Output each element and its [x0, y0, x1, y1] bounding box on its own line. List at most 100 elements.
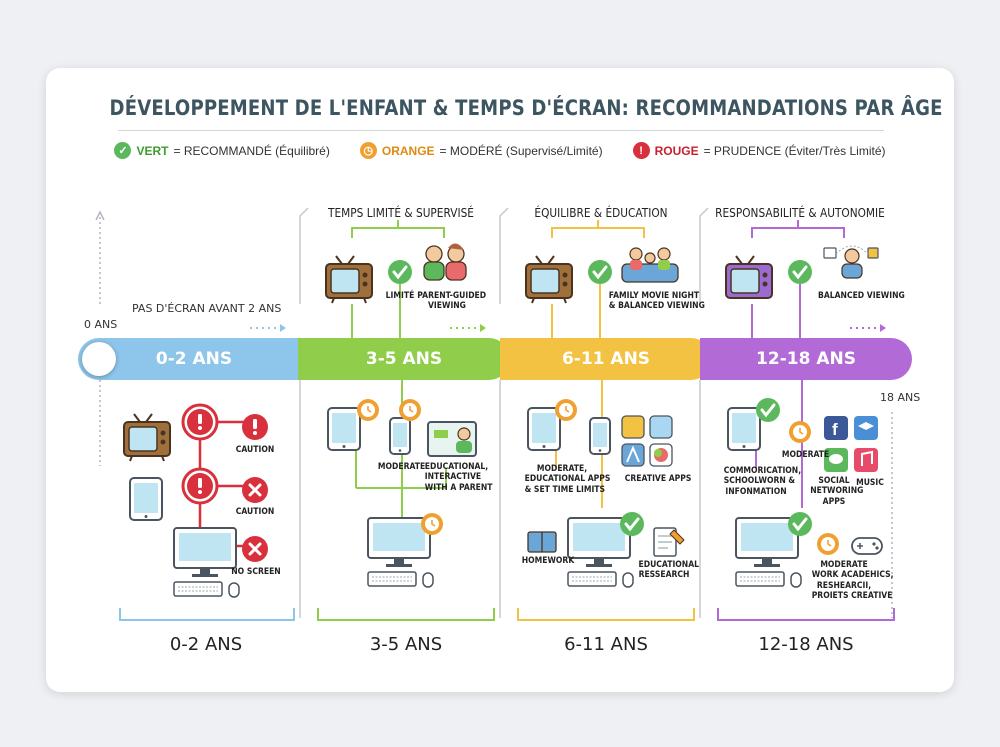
balanced-viewing-label: BALANCED VIEWING: [818, 291, 905, 301]
segment-6-11: 6-11 ANS: [500, 338, 712, 380]
app-icons: [621, 415, 673, 467]
social-line2: NETWORING: [810, 486, 864, 497]
family-icon: [423, 243, 467, 281]
family-line1: FAMILY MOVIE NIGHT: [608, 291, 700, 301]
tv-icon: [325, 255, 373, 304]
segment-0-2: 0-2 ANS: [78, 338, 310, 380]
social-app-icons: f: [824, 416, 878, 472]
work-line3: RESHEARCII,: [816, 580, 872, 591]
legend-green: ✓ VERT = RECOMMANDÉ (Équilibré): [114, 142, 330, 159]
phone-icon: [389, 417, 411, 455]
research-line1: EDUCATIONAL: [638, 560, 699, 570]
end-age-label: 18 ANS: [880, 391, 921, 404]
mod-line3: & SET TIME LIMITS: [524, 484, 606, 495]
legend-orange-key: ORANGE: [381, 143, 435, 158]
tv-icon: [725, 255, 773, 299]
caution-label: CAUTION: [235, 507, 275, 517]
bottom-age-6-11: 6-11 ANS: [564, 634, 648, 655]
mod-line1: MODERATE,: [536, 464, 588, 474]
limite-label: LIMITÉ: [385, 291, 415, 301]
segment-label: 0-2 ANS: [155, 349, 233, 369]
tablet-icon: [527, 407, 561, 451]
exclamation-icon: !: [632, 142, 650, 159]
legend: ✓ VERT = RECOMMANDÉ (Équilibré) ◷ ORANGE…: [46, 142, 954, 159]
work-line2: WORK ACADEHICS,: [811, 570, 894, 581]
segment-label: 3-5 ANS: [365, 349, 443, 369]
infographic-card: DÉVELOPPEMENT DE L'ENFANT & TEMPS D'ÉCRA…: [46, 68, 954, 692]
phone-icon: [589, 417, 611, 455]
clock-icon: [356, 398, 380, 422]
comm-line3: INFONMATION: [725, 486, 787, 497]
legend-orange-text: = MODÉRÉ (Supervisé/Limité): [439, 143, 603, 158]
no-screen-label: NO SCREEN: [231, 567, 281, 577]
tablet-icon: [129, 477, 163, 521]
legend-green-text: = RECOMMANDÉ (Équilibré): [173, 143, 330, 158]
segment-label: 12-18 ANS: [756, 349, 856, 369]
tablet-icon: [327, 407, 361, 451]
clock-icon: [554, 398, 578, 422]
person-devices-icon: [823, 245, 879, 279]
stage-0-2-graphics: [95, 210, 295, 621]
stage-header-6-11: ÉQUILIBRE & ÉDUCATION: [534, 206, 668, 220]
clock-icon: [788, 420, 812, 444]
family-line2: & BALANCED VIEWING: [608, 301, 705, 312]
page-title: DÉVELOPPEMENT DE L'ENFANT & TEMPS D'ÉCRA…: [109, 96, 943, 120]
tv-icon: [123, 413, 171, 462]
homework-label: HOMEWORK: [521, 556, 575, 566]
clock-icon: ◷: [359, 142, 377, 159]
research-line2: RESSEARCH: [638, 570, 690, 581]
segment-label: 6-11 ANS: [561, 349, 651, 369]
clock-icon: [816, 532, 840, 556]
timeline-start-knob: [82, 342, 116, 376]
legend-red: ! ROUGE = PRUDENCE (Éviter/Très Limité): [632, 142, 886, 159]
start-age-label: 0 ANS: [84, 318, 118, 331]
bottom-age-12-18: 12-18 ANS: [758, 634, 854, 655]
check-icon: [586, 258, 614, 286]
stage-header-12-18: RESPONSABILITÉ & AUTONOMIE: [715, 206, 885, 220]
check-icon: [786, 510, 814, 538]
social-line1: SOCIAL: [818, 476, 850, 486]
diagram-graphics: f: [95, 207, 895, 621]
warning-icon: [181, 403, 219, 441]
social-line3: APPS: [822, 496, 846, 507]
no-screen-icon: [240, 534, 270, 564]
caution-icon: [242, 414, 268, 440]
warning-icon: [181, 467, 219, 505]
stage-3-5-graphics: [299, 207, 495, 621]
legend-green-key: VERT: [136, 143, 169, 158]
parent-guided-line1: PARENT-GUIDED: [417, 291, 487, 301]
parent-guided-line2: VIEWING: [428, 301, 466, 312]
no-screen-note: PAS D'ÉCRAN AVANT 2 ANS: [132, 302, 282, 315]
check-icon: ✓: [114, 142, 132, 159]
bottom-age-0-2: 0-2 ANS: [169, 634, 243, 655]
communication-label: COMMORICATION,SCHOOLWORN &INFONMATION: [724, 466, 801, 497]
legend-red-text: = PRUDENCE (Éviter/Très Limité): [703, 143, 886, 158]
gamepad-icon: [851, 537, 883, 555]
document-icon: [653, 527, 685, 557]
comm-line1: COMMORICATION,: [723, 466, 802, 476]
family-movie-label: FAMILY MOVIE NIGHT& BALANCED VIEWING: [609, 291, 705, 312]
edu-line1: EDUCATIONAL,: [424, 462, 489, 472]
check-icon: [754, 396, 782, 424]
caution-label: CAUTION: [235, 445, 275, 455]
stage-12-18-graphics: f: [699, 207, 895, 621]
legend-red-key: ROUGE: [654, 143, 699, 158]
svg-text:f: f: [832, 420, 838, 439]
edu-line3: WITH A PARENT: [424, 482, 493, 493]
stage-header-3-5: TEMPS LIMITÉ & SUPERVISÉ: [328, 206, 474, 220]
check-icon: [618, 510, 646, 538]
legend-orange: ◷ ORANGE = MODÉRÉ (Supervisé/Limité): [359, 142, 603, 159]
computer-icon: [173, 527, 240, 598]
segment-12-18: 12-18 ANS: [700, 338, 912, 380]
creative-apps-label: CREATIVE APPS: [624, 474, 692, 484]
segment-3-5: 3-5 ANS: [298, 338, 510, 380]
edu-line2: INTERACTIVE: [424, 472, 482, 483]
tablet-icon: [727, 407, 761, 451]
stage-6-11-graphics: [499, 207, 695, 621]
video-call-icon: [427, 421, 477, 457]
